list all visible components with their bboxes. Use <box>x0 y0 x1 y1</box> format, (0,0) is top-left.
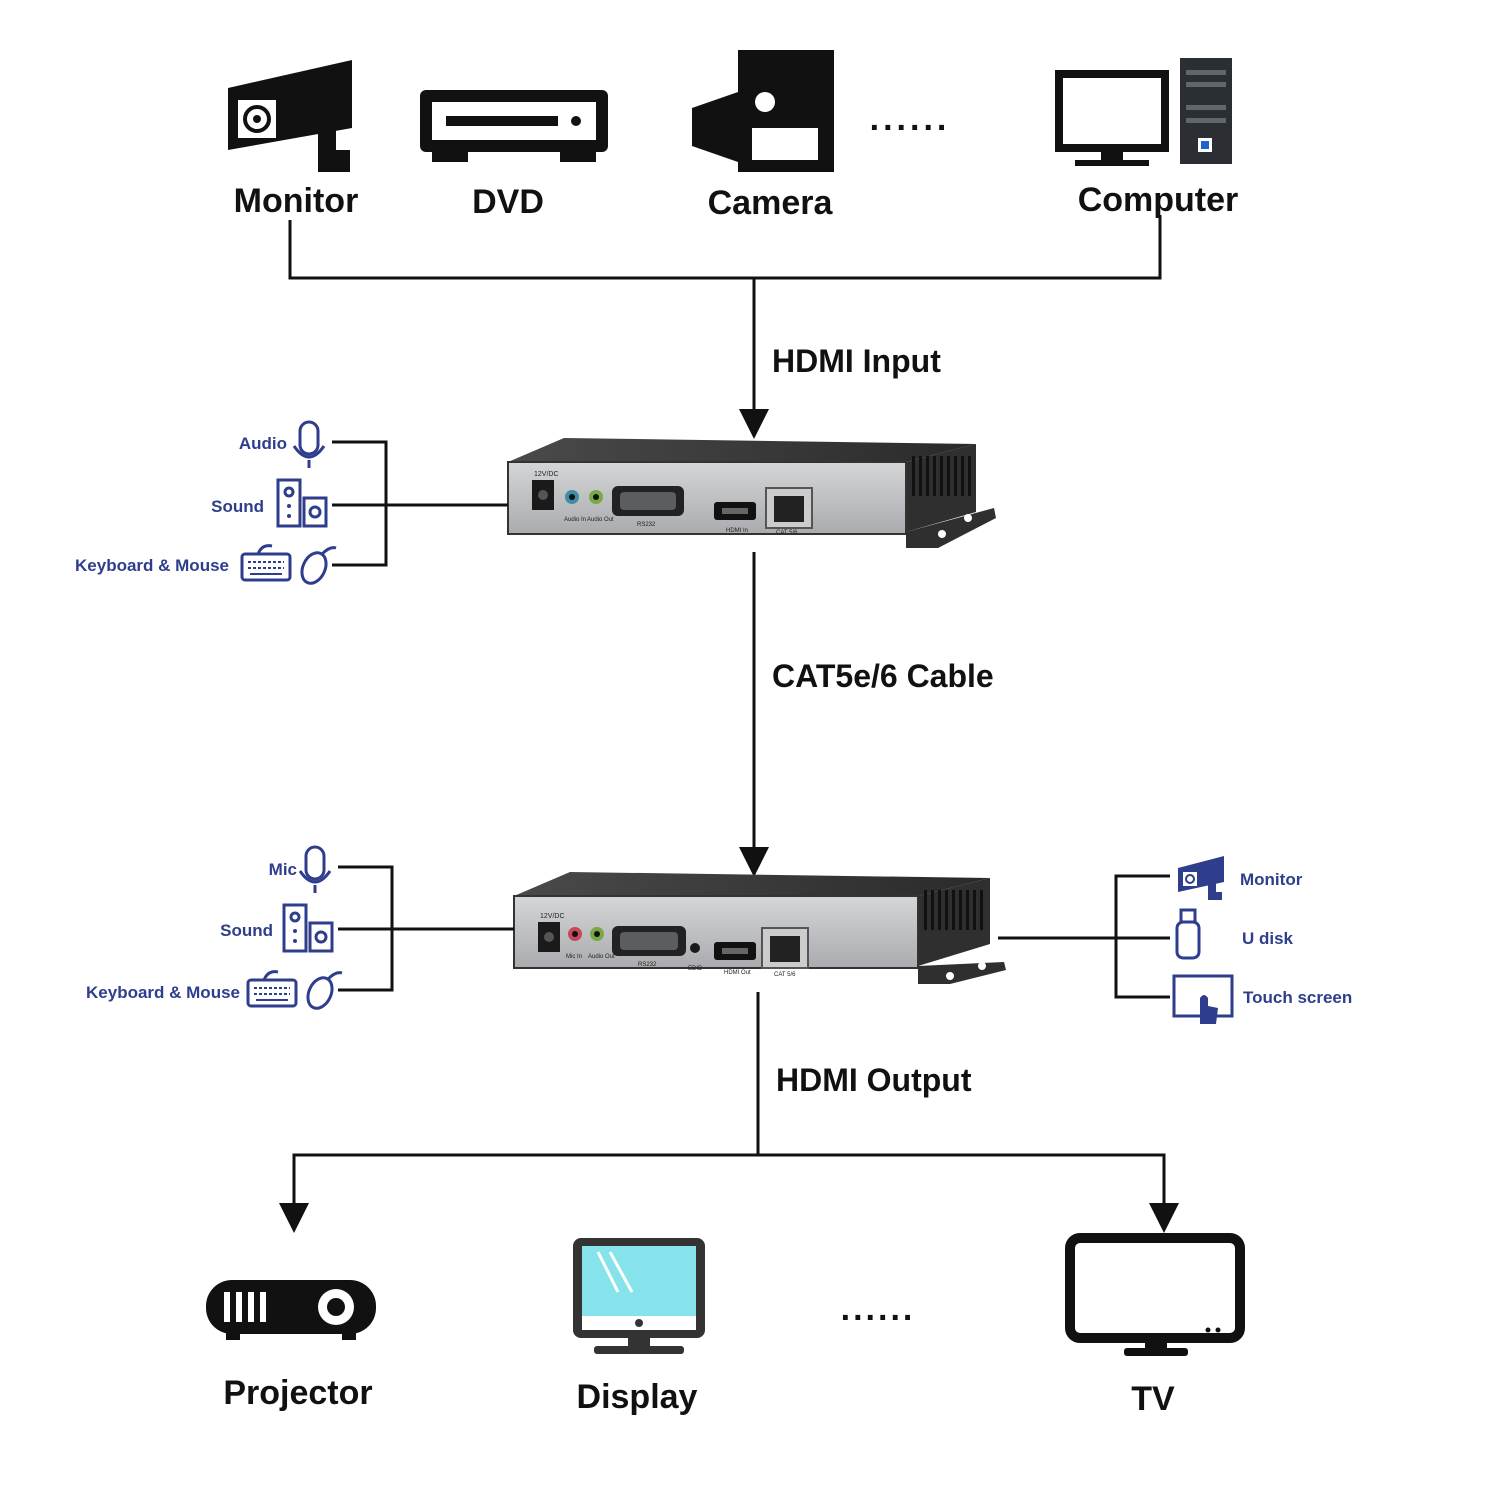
tx-port-cat: CAT 5/6 <box>776 530 798 536</box>
label-hdmi-output: HDMI Output <box>776 1062 972 1098</box>
tx-port-audio-in: Audio In <box>564 517 586 523</box>
display-monitor-icon <box>573 1238 705 1354</box>
rx-left-peripheral-bracket <box>338 865 514 992</box>
source-label-dvd: DVD <box>472 183 544 221</box>
tx-port-rs232: RS232 <box>637 522 656 528</box>
cctv-camera-icon <box>228 60 352 172</box>
video-camera-icon <box>692 50 834 172</box>
mouse-icon <box>306 971 343 1010</box>
rx-port-cat: CAT 5/6 <box>774 972 796 978</box>
output-label-projector: Projector <box>223 1374 372 1412</box>
label-cat-cable: CAT5e/6 Cable <box>772 658 994 694</box>
tx-port-audio-out: Audio Out <box>587 517 614 523</box>
projector-icon <box>206 1280 376 1340</box>
rx-port-edid: EDID <box>688 966 703 972</box>
output-label-tv: TV <box>1131 1380 1175 1418</box>
source-label-camera: Camera <box>708 184 834 222</box>
source-label-monitor: Monitor <box>234 182 359 220</box>
tx-peripheral-audio: Audio <box>239 434 287 453</box>
microphone-icon <box>298 845 332 893</box>
input-bracket-line <box>288 215 1162 439</box>
output-bracket-line <box>279 992 1179 1233</box>
dvd-player-icon <box>420 90 608 162</box>
output-label-display: Display <box>577 1378 698 1416</box>
rx-peripheral-udisk: U disk <box>1242 929 1294 948</box>
cctv-camera-icon <box>1178 856 1224 900</box>
rx-peripheral-mic: Mic <box>269 860 297 879</box>
keyboard-icon <box>246 970 298 1008</box>
source-label-computer: Computer <box>1078 181 1239 219</box>
rx-port-hdmi-out: HDMI Out <box>724 970 751 976</box>
transmitter-unit: 12V/DC Audio In Audio Out RS232 HDMI In … <box>507 438 996 548</box>
speaker-icon <box>276 478 328 528</box>
rx-port-rs232: RS232 <box>638 962 657 968</box>
touch-screen-icon <box>1172 974 1234 1024</box>
usb-drive-icon <box>1175 908 1201 960</box>
tx-peripheral-sound: Sound <box>211 497 264 516</box>
rx-peripheral-touch-screen: Touch screen <box>1243 988 1352 1007</box>
mouse-icon <box>300 546 337 585</box>
tv-icon <box>1065 1233 1245 1356</box>
tx-peripheral-bracket <box>332 440 508 567</box>
rx-port-power: 12V/DC <box>540 913 565 920</box>
keyboard-icon <box>240 544 292 582</box>
rx-port-audio-out: Audio Out <box>588 954 615 960</box>
rx-peripheral-kvm: Keyboard & Mouse <box>86 983 240 1002</box>
source-ellipsis: ...... <box>870 100 951 138</box>
tx-port-hdmi-in: HDMI In <box>726 528 748 534</box>
microphone-icon <box>292 420 326 468</box>
receiver-unit: 12V/DC Mic In Audio Out RS232 EDID HDMI … <box>513 872 1006 984</box>
speaker-icon <box>282 903 334 953</box>
rx-port-mic-in: Mic In <box>566 954 582 960</box>
label-hdmi-input: HDMI Input <box>772 343 941 379</box>
computer-icon <box>1055 58 1232 166</box>
rx-right-peripheral-bracket <box>998 874 1170 999</box>
rx-peripheral-sound: Sound <box>220 921 273 940</box>
output-ellipsis: ...... <box>841 1290 916 1328</box>
tx-peripheral-kvm: Keyboard & Mouse <box>75 556 229 575</box>
tx-port-power: 12V/DC <box>534 471 559 478</box>
rx-peripheral-monitor: Monitor <box>1240 870 1303 889</box>
